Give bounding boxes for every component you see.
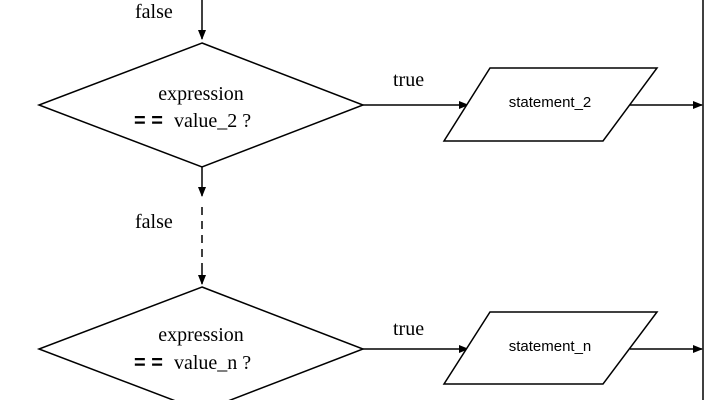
statement-2-parallelogram (442, 67, 659, 142)
statement-2-label: statement_2 (509, 94, 592, 111)
statement-n-label: statement_n (509, 338, 592, 355)
true-label-n: true (393, 318, 424, 340)
decision-2-operator: = = (134, 110, 163, 132)
decision-n-value: value_n ? (174, 352, 251, 374)
decision-2-value: value_2 ? (174, 110, 251, 132)
decision-diamond-value-2 (36, 42, 366, 168)
top-false-label: false (135, 1, 173, 23)
mid-false-label: false (135, 211, 173, 233)
decision-2-expression: expression (158, 83, 244, 105)
decision-n-operator: = = (134, 352, 163, 374)
decision-diamond-value-n (36, 286, 366, 400)
true-label-2: true (393, 69, 424, 91)
statement-n-parallelogram (442, 311, 659, 385)
decision-n-expression: expression (158, 324, 244, 346)
